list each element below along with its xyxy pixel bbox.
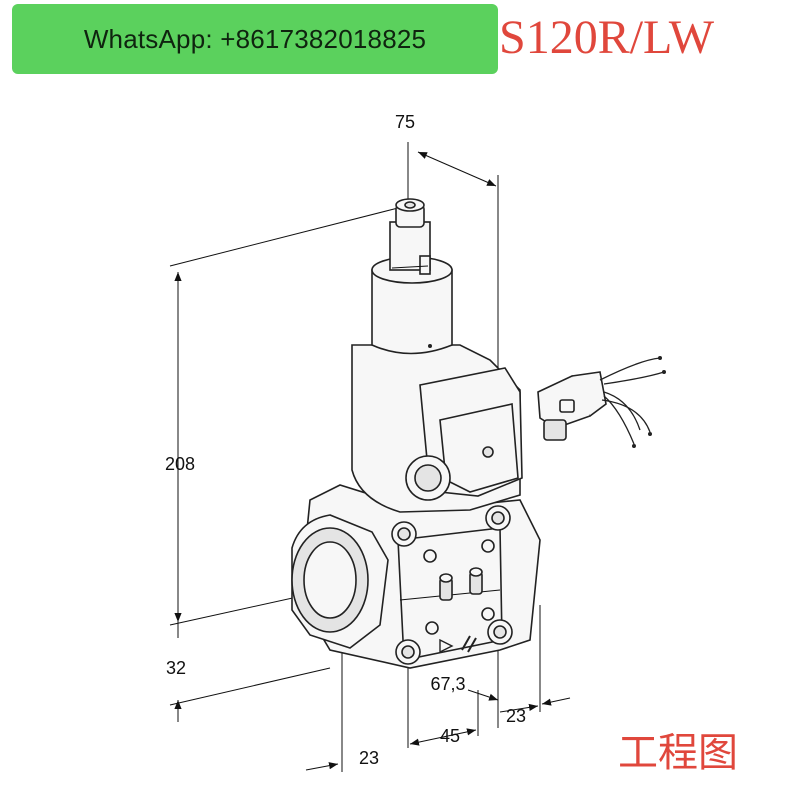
dim-offset: 67,3 — [430, 674, 465, 694]
dim-top-width: 75 — [395, 112, 415, 132]
whatsapp-contact-text: WhatsApp: +8617382018825 — [83, 23, 427, 54]
valve-body — [291, 484, 541, 669]
test-nipples — [439, 567, 483, 601]
actuator-head — [351, 198, 523, 513]
whatsapp-contact-badge: WhatsApp: +8617382018825 — [12, 4, 498, 74]
drawing-caption: 工程图 — [618, 730, 738, 776]
dim-side-23: 23 — [506, 706, 526, 726]
model-title: S120R/LW — [499, 11, 715, 64]
dim-height: 208 — [165, 454, 195, 474]
flow-arrow-icon — [439, 638, 454, 654]
dim-bottom-23: 23 — [359, 748, 379, 768]
dim-width-45: 45 — [440, 726, 460, 746]
dim-base: 32 — [166, 658, 186, 678]
bolts — [391, 505, 513, 665]
cable-connector — [537, 356, 666, 448]
dimension-lines — [169, 142, 571, 772]
